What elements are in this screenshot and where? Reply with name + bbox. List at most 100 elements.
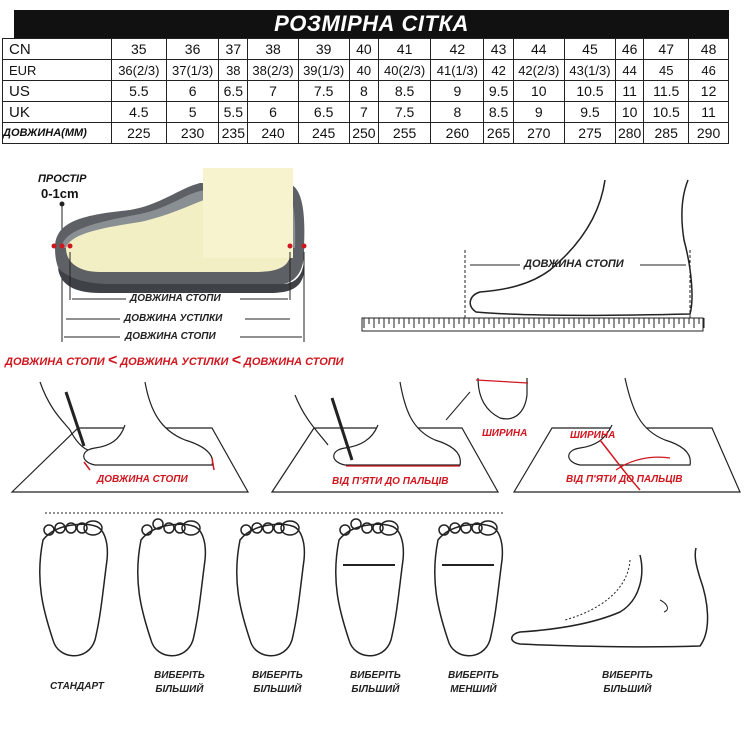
foot-outline	[136, 523, 207, 657]
toe	[478, 520, 498, 536]
toe	[460, 522, 472, 534]
toe	[181, 520, 201, 536]
toe	[262, 522, 274, 534]
foot-type-label-line2: БІЛЬШИЙ	[603, 684, 652, 695]
foot-type-label-line2: БІЛЬШИЙ	[155, 684, 204, 695]
size-cell: 5.5	[218, 101, 249, 123]
size-cell: 235	[218, 122, 249, 144]
size-cell: 225	[110, 122, 167, 144]
size-row-label: ДОВЖИНА(ММ)	[2, 122, 112, 144]
foot-type-label-line2: МЕНШИЙ	[450, 684, 497, 695]
step3-heel-to-toe-label: ВІД П'ЯТИ ДО ПАЛЬЦІВ	[566, 474, 683, 485]
foot-type-label: ВИБЕРІТЬ БІЛЬШИЙ	[154, 669, 205, 697]
foot-type-label-line2: БІЛЬШИЙ	[351, 684, 400, 695]
size-chart-title: РОЗМІРНА СІТКА	[14, 10, 729, 38]
toe	[251, 522, 263, 534]
size-cell: 41(1/3)	[430, 59, 485, 81]
size-cell: 260	[430, 122, 485, 144]
step2-heel-to-toe-label: ВІД П'ЯТИ ДО ПАЛЬЦІВ	[332, 476, 449, 487]
size-cell: 6.5	[297, 101, 350, 123]
toe	[273, 522, 285, 534]
toe	[174, 522, 186, 534]
size-cell: 11	[688, 101, 729, 123]
size-cell: 10.5	[563, 80, 617, 102]
size-cell: 38	[247, 38, 299, 60]
foot-type-label-line2: БІЛЬШИЙ	[253, 684, 302, 695]
comparison-less-than-2: <	[231, 352, 241, 369]
toe	[372, 522, 384, 534]
size-row-label: CN	[2, 38, 112, 60]
toe	[240, 524, 252, 536]
comparison-insole: ДОВЖИНА УСТІЛКИ	[120, 356, 229, 368]
toe	[141, 524, 153, 536]
toe	[163, 522, 175, 534]
foot-type-label: ВИБЕРІТЬ МЕНШИЙ	[448, 669, 499, 697]
size-cell: 10	[512, 80, 565, 102]
size-cell: 270	[512, 122, 565, 144]
toe	[379, 520, 399, 536]
toe	[280, 520, 300, 536]
size-cell: 250	[348, 122, 379, 144]
foot-type-label-line1: ВИБЕРІТЬ	[448, 670, 499, 681]
width-inset-label: ШИРИНА	[482, 428, 528, 439]
size-cell: 7.5	[297, 80, 350, 102]
size-cell: 37(1/3)	[165, 59, 220, 81]
size-cell: 42	[483, 59, 514, 81]
foot-outline	[235, 523, 306, 657]
foot-type-label: СТАНДАРТ	[50, 680, 104, 694]
step3-width-label: ШИРИНА	[570, 430, 616, 441]
size-cell: 230	[165, 122, 220, 144]
comparison-shoe: ДОВЖИНА СТОПИ	[243, 356, 344, 368]
size-cell: 255	[377, 122, 432, 144]
toe	[54, 522, 66, 534]
toe	[83, 520, 103, 536]
size-cell: 275	[563, 122, 617, 144]
size-cell: 43(1/3)	[563, 59, 617, 81]
size-cell: 6.5	[218, 80, 249, 102]
size-cell: 40	[348, 59, 379, 81]
shoe-length-label: ДОВЖИНА СТОПИ	[125, 331, 216, 342]
foot-type-label: ВИБЕРІТЬ БІЛЬШИЙ	[350, 669, 401, 697]
foot-outline	[433, 523, 504, 657]
size-cell: 265	[483, 122, 514, 144]
space-label: ПРОСТІР	[38, 173, 87, 185]
size-cell: 11.5	[643, 80, 690, 102]
size-cell: 42	[430, 38, 485, 60]
foot-type-label: ВИБЕРІТЬ БІЛЬШИЙ	[602, 669, 653, 697]
toe	[76, 522, 88, 534]
foot-type-label-line1: ВИБЕРІТЬ	[154, 670, 205, 681]
foot-type-label-line1: ВИБЕРІТЬ	[252, 670, 303, 681]
toe	[438, 524, 450, 536]
toe	[65, 522, 77, 534]
toe	[350, 518, 362, 530]
size-cell: 39(1/3)	[297, 59, 350, 81]
foot-length-label: ДОВЖИНА СТОПИ	[130, 293, 221, 304]
size-cell: 4.5	[110, 101, 167, 123]
foot-type-label-line1: ВИБЕРІТЬ	[602, 670, 653, 681]
insole-length-label: ДОВЖИНА УСТІЛКИ	[124, 313, 223, 324]
step1-foot-length-label: ДОВЖИНА СТОПИ	[97, 474, 188, 485]
foot-type-label-line1: ВИБЕРІТЬ	[350, 670, 401, 681]
foot-outline	[334, 523, 405, 657]
size-cell: 47	[643, 38, 690, 60]
comparison-less-than-1: <	[107, 352, 118, 369]
size-cell: 36(2/3)	[110, 59, 167, 81]
size-cell: 8.5	[483, 101, 514, 123]
foot-outline	[38, 523, 109, 657]
size-cell: 43	[483, 38, 514, 60]
toe	[449, 522, 461, 534]
ruler-foot-length-label: ДОВЖИНА СТОПИ	[524, 258, 624, 270]
space-value: 0-1cm	[41, 186, 79, 201]
foot-type-label-line1: СТАНДАРТ	[50, 681, 104, 692]
size-cell: 10.5	[643, 101, 690, 123]
